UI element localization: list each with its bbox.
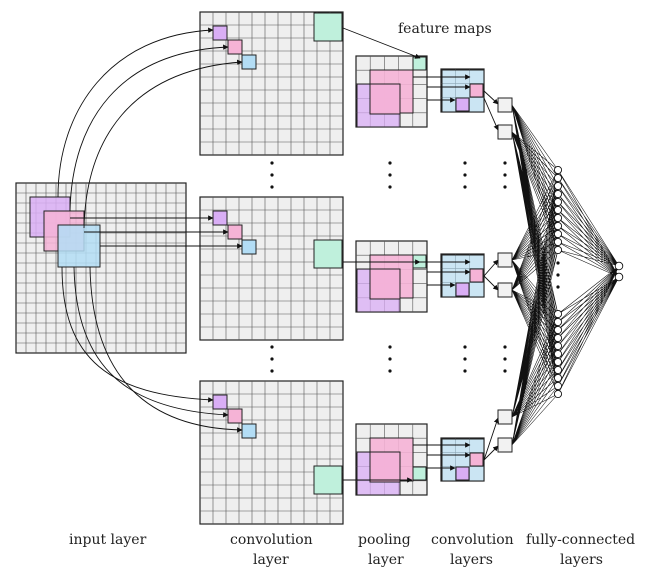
convolution-layer-label-line2: layer: [253, 552, 289, 568]
arrow-c2-sq1: [483, 90, 499, 105]
conv1-unit-blue: [241, 54, 257, 70]
conv3-corner-mint: [313, 465, 343, 495]
feature-maps-label: feature maps: [398, 21, 492, 37]
hidden-neuron-9: [553, 229, 563, 239]
conv2-unit-violet: [212, 210, 228, 226]
hidden-neuron-18: [553, 357, 563, 367]
arrow-input-conv3-a: [61, 266, 214, 403]
conv2-unit-pink: [227, 224, 243, 240]
ellipsis-conv-lower: [270, 345, 274, 373]
arrow-input-conv1-b: [69, 44, 229, 212]
ellipsis-pool-lower: [388, 345, 392, 373]
pooled-unit-6: [497, 437, 513, 453]
arrow-input-conv3-c: [89, 266, 243, 433]
pool1-overlap: [369, 83, 401, 115]
hidden-neuron-21: [553, 381, 563, 391]
conv2-corner-mint: [313, 239, 343, 269]
hidden-neuron-15: [553, 333, 563, 343]
convolution-layers-label-line1: convolution: [431, 532, 514, 548]
arrow-input-conv1-c: [83, 59, 243, 229]
pooling-layer-label-line1: pooling: [358, 532, 411, 548]
hidden-neuron-14: [553, 325, 563, 335]
hidden-neuron-5: [553, 197, 563, 207]
conv3-unit-pink: [227, 408, 243, 424]
conv1-unit-violet: [212, 25, 228, 41]
conv2-1-unit-pink: [469, 83, 484, 98]
pooling-layer-label-line2: layer: [368, 552, 404, 568]
fully-connected-label-line2: layers: [560, 552, 603, 568]
ellipsis-conv2-upper: [463, 161, 467, 189]
pool3-corner-mint: [412, 466, 427, 481]
arrow-c2-sq6: [483, 445, 499, 461]
pooled-unit-3: [497, 252, 513, 268]
ellipsis-units-upper: [503, 161, 507, 189]
input-layer-label: input layer: [69, 532, 147, 548]
arrow-c2-sq4: [483, 275, 499, 291]
hidden-neuron-22: [553, 389, 563, 399]
output-neuron-1: [614, 261, 624, 271]
ellipsis-conv-upper: [270, 161, 274, 189]
hidden-neuron-13: [553, 317, 563, 327]
arrow-c2-sq5: [483, 417, 500, 461]
fully-connected-label-line1: fully-connected: [526, 532, 635, 548]
pooled-unit-1: [497, 97, 513, 113]
pool1-corner-mint: [412, 56, 427, 71]
hidden-neuron-20: [553, 373, 563, 383]
hidden-neuron-3: [553, 181, 563, 191]
input-receptive-field-blue: [57, 224, 101, 268]
conv3-unit-blue: [241, 423, 257, 439]
arrow-input-conv1-a: [57, 27, 214, 198]
ellipsis-fc-middle: [556, 261, 560, 289]
conv1-unit-pink: [227, 39, 243, 55]
output-neuron-2: [614, 272, 624, 282]
conv1-corner-mint: [313, 12, 343, 42]
hidden-neuron-7: [553, 213, 563, 223]
arrow-conv1-pool1: [342, 27, 421, 59]
hidden-neuron-12: [553, 309, 563, 319]
pool2-overlap: [369, 268, 401, 300]
hidden-neuron-4: [553, 189, 563, 199]
arrow-c2-sq2: [483, 97, 499, 131]
fully-connected-edges: [511, 104, 620, 446]
hidden-neuron-17: [553, 349, 563, 359]
conv3-unit-violet: [212, 394, 228, 410]
hidden-neuron-2: [553, 173, 563, 183]
pool2-corner-mint: [412, 254, 427, 269]
hidden-neuron-16: [553, 341, 563, 351]
conv2-1-unit-violet: [455, 97, 470, 112]
pooled-unit-2: [497, 124, 513, 140]
hidden-neuron-10: [553, 237, 563, 247]
ellipsis-pool-upper: [388, 161, 392, 189]
hidden-neuron-6: [553, 205, 563, 215]
conv2-2-unit-pink: [469, 268, 484, 283]
arrow-input-conv3-b: [73, 266, 229, 418]
conv2-3-unit-pink: [469, 452, 484, 467]
hidden-neuron-8: [553, 221, 563, 231]
conv2-2-unit-violet: [455, 282, 470, 297]
ellipsis-units-lower: [503, 345, 507, 373]
convolution-layer-label-line1: convolution: [230, 532, 313, 548]
hidden-neuron-1: [553, 165, 563, 175]
pooled-unit-5: [497, 409, 513, 425]
hidden-neuron-19: [553, 365, 563, 375]
convolution-layers-label-line2: layers: [450, 552, 493, 568]
conv2-3-unit-violet: [455, 466, 470, 481]
hidden-neuron-11: [553, 245, 563, 255]
pool3-overlap: [369, 451, 401, 483]
pooled-unit-4: [497, 282, 513, 298]
arrow-c2-sq3: [483, 259, 499, 277]
conv2-unit-blue: [241, 239, 257, 255]
ellipsis-conv2-lower: [463, 345, 467, 373]
